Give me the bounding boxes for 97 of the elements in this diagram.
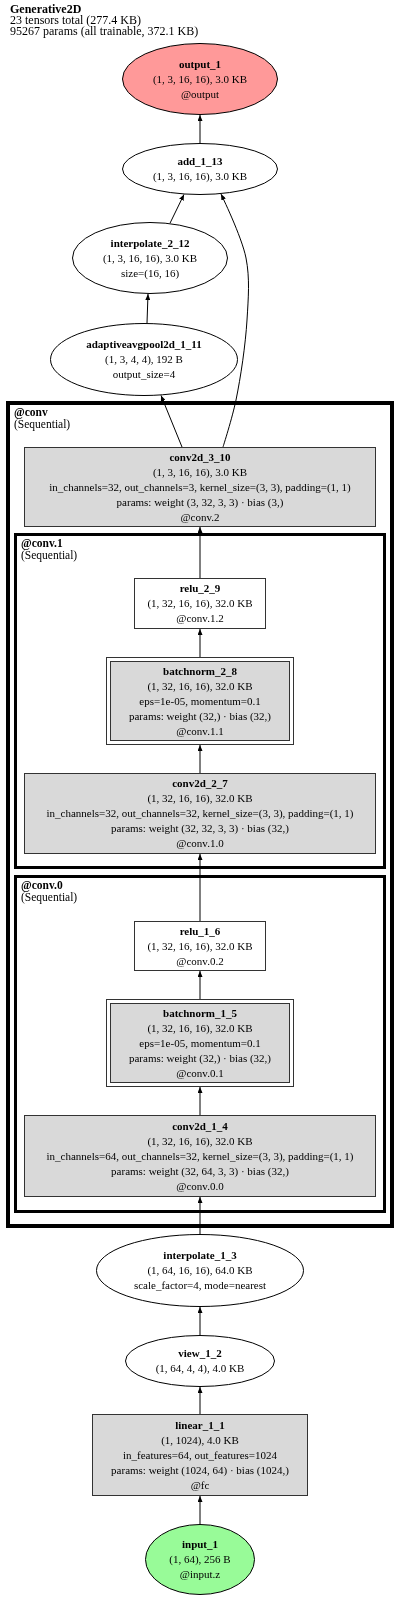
node-detail: @conv.0.0 — [176, 1178, 224, 1194]
node-title: conv2d_2_7 — [172, 776, 228, 791]
node-detail: in_channels=32, out_channels=32, kernel_size=(3, 3), padding=(1, 1) — [46, 806, 354, 821]
node-detail: (1, 3, 16, 16), 3.0 KB — [102, 250, 198, 266]
node-title: add_1_13 — [177, 154, 223, 169]
node-detail: (1, 32, 16, 16), 32.0 KB — [147, 938, 253, 954]
node-detail: @conv.1.0 — [176, 836, 224, 851]
node-title: input_1 — [181, 1537, 219, 1552]
node-detail: @conv.1.2 — [176, 611, 224, 626]
arrow — [197, 1386, 203, 1415]
group-type: (Sequential) — [21, 891, 78, 903]
ellipse-node — [122, 143, 278, 195]
arrow — [197, 628, 203, 658]
diagram-title: Generative2D — [10, 4, 82, 15]
layer-box — [134, 921, 266, 971]
node-detail: (1, 3, 16, 16), 3.0 KB — [152, 464, 248, 480]
ellipse-node — [125, 1335, 275, 1387]
arrow — [197, 744, 203, 774]
node-detail: in_features=64, out_features=1024 — [122, 1447, 278, 1463]
ellipse-node — [72, 222, 228, 294]
node-detail: in_channels=64, out_channels=32, kernel_size=(3, 3), padding=(1, 1) — [46, 1148, 354, 1164]
node-title: interpolate_1_3 — [163, 1248, 237, 1263]
node-detail: in_channels=32, out_channels=3, kernel_size=(3, 3), padding=(1, 1) — [49, 479, 351, 495]
ellipse-node — [122, 43, 278, 115]
node-detail: (1, 32, 16, 16), 32.0 KB — [147, 678, 253, 694]
node-title: batchnorm_2_8 — [163, 663, 237, 679]
node-detail: params: weight (32, 64, 3, 3) · bias (32,) — [111, 1163, 289, 1179]
node-detail: params: weight (32,) · bias (32,) — [128, 708, 271, 724]
node-detail: @fc — [190, 1477, 210, 1493]
node-detail: @conv.0.1 — [176, 1065, 224, 1081]
node-title: conv2d_3_10 — [169, 449, 231, 465]
node-detail: (1, 1024), 4.0 KB — [161, 1432, 239, 1448]
arrow — [160, 394, 183, 448]
arrow — [145, 293, 151, 324]
group-title: @conv — [14, 406, 48, 418]
node-detail: (1, 3, 4, 4), 192 B — [105, 352, 183, 367]
arrow — [197, 526, 203, 579]
arrow — [220, 193, 249, 448]
module-frame — [14, 533, 386, 869]
node-detail: scale_factor=4, mode=nearest — [133, 1278, 267, 1293]
arrow — [197, 1086, 203, 1116]
node-detail: params: weight (3, 32, 3, 3) · bias (3,) — [116, 494, 284, 510]
node-title: output_1 — [178, 56, 222, 72]
node-title: view_1_2 — [178, 1346, 222, 1361]
arrow — [197, 970, 203, 1000]
double-bordered-box — [106, 657, 294, 745]
node-detail: params: weight (1024, 64) · bias (1024,) — [111, 1462, 289, 1478]
node-detail: (1, 64), 256 B — [169, 1552, 231, 1567]
node-detail: output_size=4 — [112, 367, 176, 382]
ellipse-node — [50, 323, 238, 396]
node-detail: (1, 3, 16, 16), 3.0 KB — [152, 169, 248, 184]
double-bordered-box — [106, 999, 294, 1087]
summary-line: 95267 params (all trainable, 372.1 KB) — [10, 26, 199, 37]
ellipse-node — [96, 1234, 304, 1307]
node-detail: params: weight (32, 32, 3, 3) · bias (32,) — [111, 821, 289, 836]
group-type: (Sequential) — [21, 549, 78, 561]
node-detail: @conv.2 — [180, 509, 220, 525]
node-title: batchnorm_1_5 — [163, 1005, 237, 1021]
arrow — [197, 1196, 203, 1235]
node-detail: (1, 64, 4, 4), 4.0 KB — [155, 1361, 245, 1376]
node-detail: size=(16, 16) — [120, 265, 180, 281]
arrow — [197, 1495, 203, 1525]
node-detail: (1, 32, 16, 16), 32.0 KB — [147, 1133, 253, 1149]
node-detail: @input.z — [179, 1567, 221, 1582]
group-title: @conv.1 — [21, 537, 63, 549]
node-detail: (1, 32, 16, 16), 32.0 KB — [147, 596, 253, 611]
ellipse-node — [145, 1524, 255, 1595]
layer-box — [24, 447, 376, 527]
layer-box — [24, 773, 376, 854]
node-detail: @conv.0.2 — [176, 953, 224, 969]
node-title: relu_2_9 — [179, 581, 221, 596]
node-detail: @output — [180, 86, 220, 102]
node-detail: params: weight (32,) · bias (32,) — [128, 1050, 271, 1066]
arrow — [169, 193, 185, 224]
node-detail: eps=1e-05, momentum=0.1 — [139, 693, 261, 709]
node-detail: (1, 64, 16, 16), 64.0 KB — [147, 1263, 253, 1278]
group-type: (Sequential) — [14, 418, 71, 430]
layer-box — [92, 1414, 308, 1496]
node-detail: (1, 32, 16, 16), 32.0 KB — [147, 791, 253, 806]
node-title: adaptiveavgpool2d_1_11 — [86, 337, 202, 352]
arrow — [197, 853, 203, 922]
node-detail: (1, 3, 16, 16), 3.0 KB — [152, 71, 248, 87]
node-detail: @conv.1.1 — [176, 723, 224, 739]
module-frame — [6, 401, 394, 1228]
node-title: conv2d_1_4 — [172, 1118, 228, 1134]
node-detail: eps=1e-05, momentum=0.1 — [139, 1035, 261, 1051]
node-title: linear_1_1 — [175, 1417, 225, 1433]
layer-box — [134, 578, 266, 629]
layer-box — [24, 1115, 376, 1197]
node-title: relu_1_6 — [179, 923, 221, 939]
arrow — [197, 1306, 203, 1336]
node-title: interpolate_2_12 — [110, 235, 190, 251]
summary-line: 23 tensors total (277.4 KB) — [10, 15, 141, 26]
arrow — [197, 114, 203, 144]
group-title: @conv.0 — [21, 879, 63, 891]
module-frame — [14, 875, 386, 1213]
node-detail: (1, 32, 16, 16), 32.0 KB — [147, 1020, 253, 1036]
